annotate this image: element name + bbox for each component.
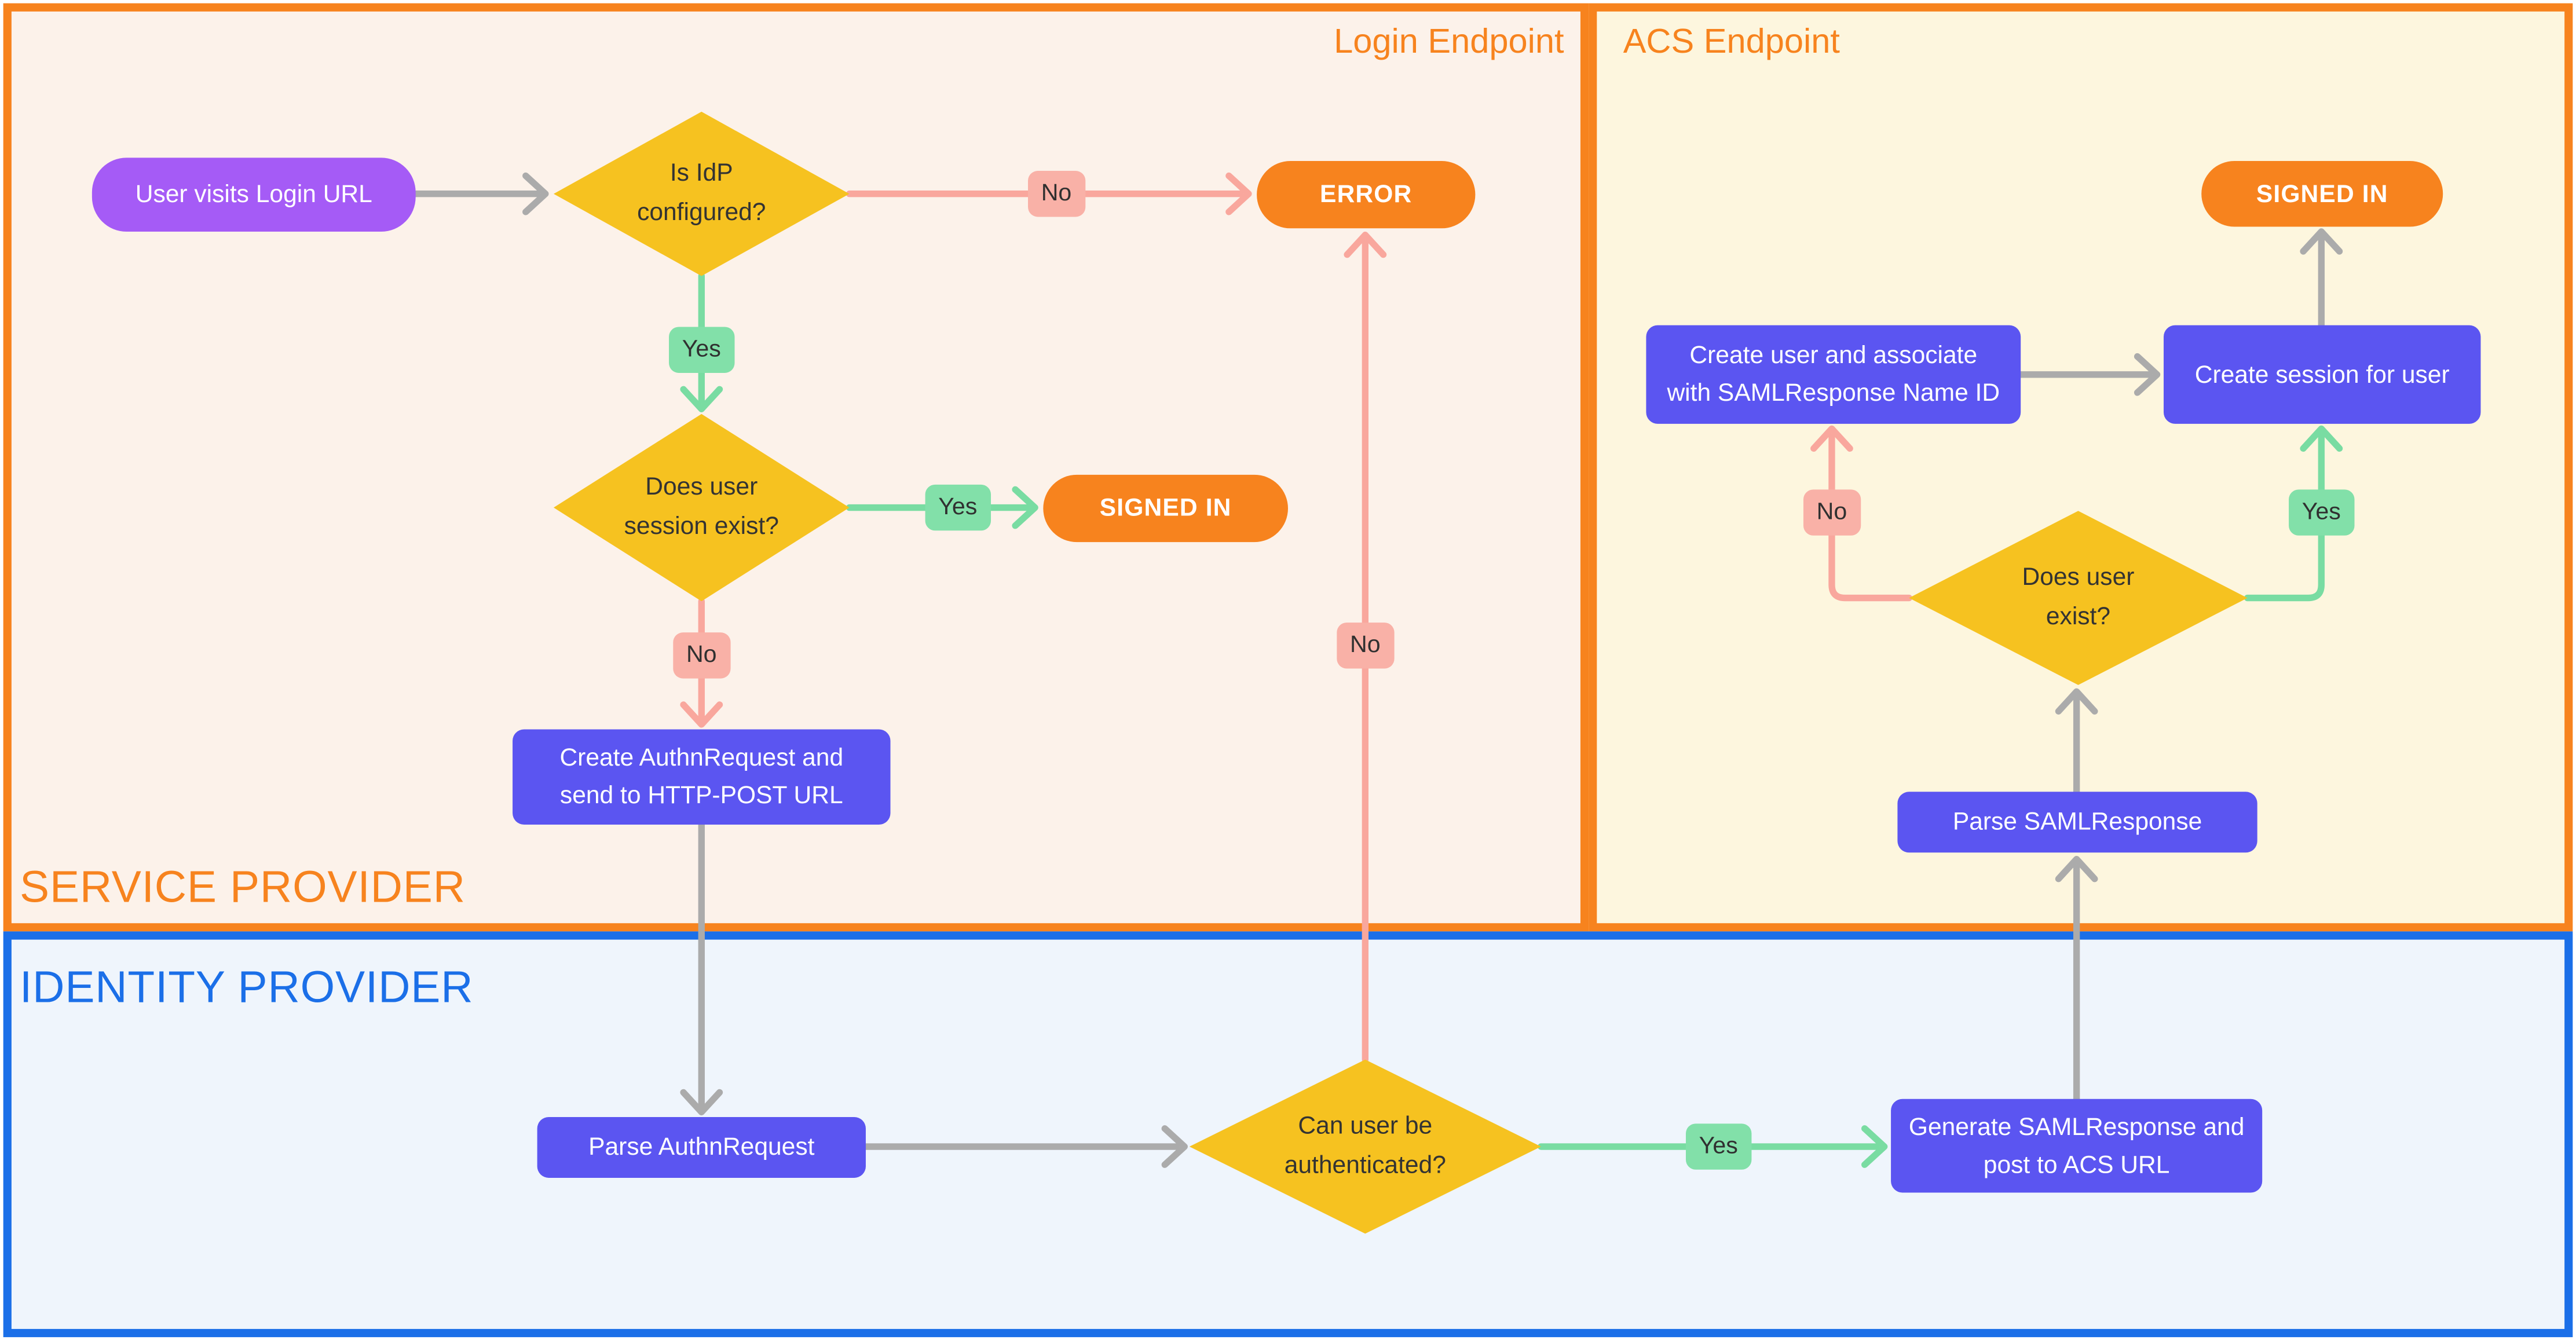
acs-endpoint-label: ACS Endpoint [1623, 23, 1840, 61]
node-label-line: with SAMLResponse Name ID [1667, 379, 2000, 408]
badge-session-exists-no: No [673, 632, 730, 679]
node-label: Parse AuthnRequest [588, 1133, 815, 1162]
node-label-line: Create user and associate [1689, 342, 1978, 370]
node-label: Create session for user [2194, 360, 2450, 389]
node-label-line: authenticated? [1284, 1151, 1446, 1180]
node-label: User visits Login URL [135, 181, 372, 209]
badge-can-auth-no: No [1337, 623, 1394, 669]
node-signed-in-acs: SIGNED IN [2201, 161, 2443, 227]
node-create-session: Create session for user [2163, 325, 2481, 424]
node-signed-in-sp: SIGNED IN [1043, 474, 1289, 543]
node-create-authnrequest: Create AuthnRequest and send to HTTP-POS… [513, 729, 891, 825]
login-endpoint-label: Login Endpoint [1334, 23, 1564, 61]
node-label-line: Is IdP [669, 159, 733, 188]
node-label-line: Can user be [1298, 1112, 1433, 1140]
node-label: Parse SAMLResponse [1952, 808, 2202, 836]
node-label: ERROR [1320, 181, 1413, 209]
node-label-line: Does user [645, 473, 758, 501]
node-label: SIGNED IN [2256, 180, 2388, 208]
identity-provider-title: IDENTITY PROVIDER [20, 962, 474, 1012]
node-parse-samlresponse: Parse SAMLResponse [1897, 792, 2257, 853]
node-label-line: Generate SAMLResponse and [1908, 1112, 2245, 1141]
node-label-line: session exist? [624, 512, 779, 541]
node-create-user: Create user and associate with SAMLRespo… [1646, 325, 2021, 424]
node-label-line: Create AuthnRequest and [559, 744, 844, 772]
service-provider-title: SERVICE PROVIDER [20, 862, 466, 912]
node-label: SIGNED IN [1099, 494, 1232, 523]
node-label-line: send to HTTP-POST URL [559, 782, 843, 810]
badge-idp-configured-no: No [1028, 171, 1085, 217]
badge-can-auth-yes: Yes [1685, 1123, 1751, 1170]
badge-idp-configured-yes: Yes [669, 327, 734, 373]
node-label-line: configured? [637, 199, 766, 227]
badge-user-exists-yes: Yes [2289, 489, 2354, 536]
badge-user-exists-no: No [1803, 489, 1860, 536]
node-label-line: post to ACS URL [1983, 1151, 2170, 1179]
node-error: ERROR [1257, 161, 1476, 229]
node-generate-samlresponse: Generate SAMLResponse and post to ACS UR… [1891, 1099, 2263, 1193]
node-label-line: Does user [2022, 563, 2135, 592]
node-parse-authnrequest: Parse AuthnRequest [537, 1116, 866, 1178]
badge-session-exists-yes: Yes [925, 484, 991, 531]
node-user-visits-login-url: User visits Login URL [92, 158, 416, 232]
node-label-line: exist? [2046, 603, 2111, 631]
panel-acs-endpoint [1589, 3, 2573, 932]
